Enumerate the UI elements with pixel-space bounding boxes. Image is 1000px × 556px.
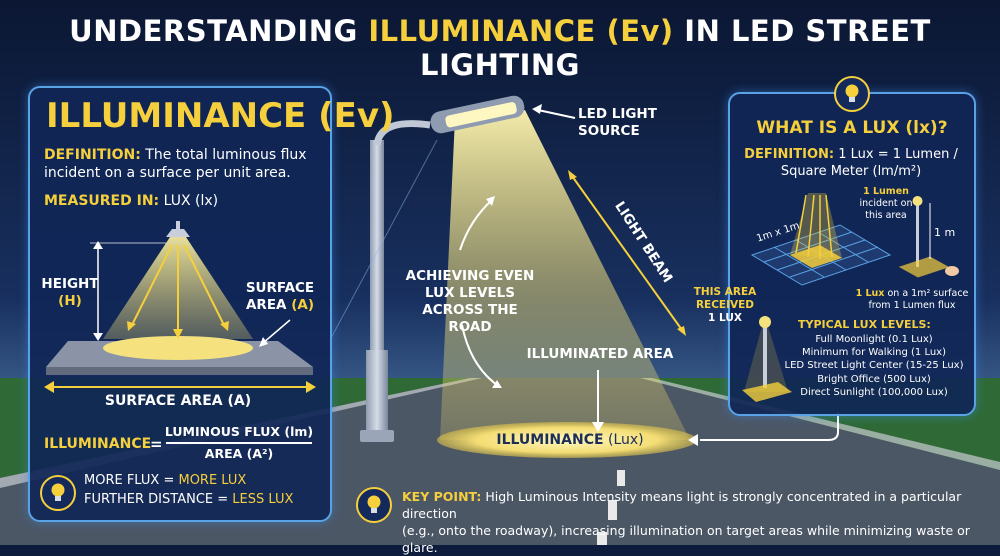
key-point-text: High Luminous Intensity means light is s… xyxy=(402,489,962,521)
surface-symbol: (A) xyxy=(291,297,314,313)
area-received-label: THIS AREA RECEIVED 1 LUX xyxy=(690,286,760,325)
typical-levels-list: Full Moonlight (0.1 Lux) Minimum for Wal… xyxy=(784,333,964,399)
level-item: Direct Sunlight (100,000 Lux) xyxy=(800,386,948,398)
level-item: Full Moonlight (0.1 Lux) xyxy=(815,334,933,345)
lightbulb-icon xyxy=(367,495,381,513)
further-distance-rule: FURTHER DISTANCE = LESS LUX xyxy=(84,491,293,509)
key-point-text-2: (e.g., onto the roadway), increasing ill… xyxy=(402,523,970,555)
surface-text-2: AREA xyxy=(245,297,292,313)
height-label: HEIGHT (H) xyxy=(40,276,100,310)
lux-definition-text: 1 Lux = 1 Lumen / xyxy=(834,147,958,162)
led-source-line-2: SOURCE xyxy=(578,123,640,139)
more-flux-b: MORE LUX xyxy=(178,473,247,488)
even-lux-line-3: ACROSS THE ROAD xyxy=(422,302,518,335)
surface-area-label: SURFACE AREA (A) xyxy=(240,280,320,314)
lux-note-2: from 1 Lumen flux xyxy=(868,300,956,311)
lumen-line-3: this area xyxy=(865,210,907,221)
bottom-surface-label: SURFACE AREA (A) xyxy=(104,393,252,409)
level-item: LED Street Light Center (15-25 Lux) xyxy=(784,360,964,372)
more-flux-a: MORE FLUX = xyxy=(84,473,179,488)
one-meter-label: 1 m xyxy=(934,226,956,239)
level-item: Minimum for Walking (1 Lux) xyxy=(801,347,947,359)
lux-definition-label: DEFINITION: xyxy=(744,147,835,162)
lumen-incident-label: 1 Lumen incident on this area xyxy=(856,186,916,222)
top-bulb-badge xyxy=(834,76,870,112)
key-point-bulb-badge xyxy=(356,487,392,523)
lumen-line-2: incident on xyxy=(859,198,913,209)
illuminated-area-label: ILLUMINATED AREA xyxy=(526,346,674,362)
lux-definition-text-2: Square Meter (lm/m²) xyxy=(780,164,922,179)
formula-denominator: AREA (A²) xyxy=(204,446,274,461)
illuminance-lux-label: ILLUMINANCE (Lux) xyxy=(490,432,650,449)
lux-note-1b: on a 1m² surface xyxy=(884,288,969,299)
key-point: KEY POINT: High Luminous Intensity means… xyxy=(402,488,992,556)
further-distance-b: LESS LUX xyxy=(232,492,294,507)
typical-levels-heading: TYPICAL LUX LEVELS: xyxy=(798,318,931,331)
lumen-line-1: 1 Lumen xyxy=(863,186,909,197)
lux-note-1a: 1 Lux xyxy=(855,288,885,299)
illuminance-word: ILLUMINANCE xyxy=(496,432,604,448)
further-distance-a: FURTHER DISTANCE = xyxy=(84,492,233,507)
received-line-3: 1 LUX xyxy=(708,312,742,324)
received-line-2: RECEIVED xyxy=(695,299,755,311)
height-symbol: (H) xyxy=(58,293,82,309)
level-item: Bright Office (500 Lux) xyxy=(817,373,931,385)
even-lux-line-2: LUX LEVELS xyxy=(424,285,515,301)
surface-diagram xyxy=(44,221,316,393)
formula-numerator: LUMINOUS FLUX (lm) xyxy=(164,424,314,439)
title-part-3: IN LED STREET LIGHTING xyxy=(420,14,931,82)
lux-heading: WHAT IS A LUX (lx)? xyxy=(756,118,948,138)
illuminance-definition: DEFINITION: The total luminous flux inci… xyxy=(44,146,319,182)
measured-label: MEASURED IN: xyxy=(44,193,160,209)
lamp-icon xyxy=(166,229,190,237)
lux-definition: DEFINITION: 1 Lux = 1 Lumen / Square Met… xyxy=(740,146,962,180)
lightbulb-icon xyxy=(51,483,65,501)
received-line-1: THIS AREA xyxy=(693,286,757,298)
surface-text: SURFACE xyxy=(245,280,315,296)
lux-note: 1 Lux on a 1m² surface from 1 Lumen flux xyxy=(852,288,972,312)
formula-lhs: ILLUMINANCE xyxy=(44,436,152,452)
even-lux-line-1: ACHIEVING EVEN xyxy=(405,268,535,284)
key-point-label: KEY POINT: xyxy=(402,489,482,504)
measured-value: LUX (lx) xyxy=(159,193,219,209)
more-flux-rule: MORE FLUX = MORE LUX xyxy=(84,472,246,490)
height-text: HEIGHT xyxy=(41,276,99,292)
lux-grid-diagram xyxy=(750,193,959,286)
formula-fraction-line xyxy=(166,442,312,444)
definition-text: The total luminous flux incident on a su… xyxy=(44,147,307,181)
even-lux-label: ACHIEVING EVEN LUX LEVELS ACROSS THE ROA… xyxy=(400,268,540,336)
formula-equals: = xyxy=(150,435,163,453)
measured-in: MEASURED IN: LUX (lx) xyxy=(44,192,218,210)
lightbulb-icon xyxy=(845,84,859,102)
title-part-1: UNDERSTANDING xyxy=(69,14,369,48)
led-source-line-1: LED LIGHT xyxy=(578,106,657,122)
page-title: UNDERSTANDING ILLUMINANCE (Ev) IN LED ST… xyxy=(0,14,1000,82)
mini-lamp-diagram xyxy=(742,316,792,402)
title-part-2: ILLUMINANCE (Ev) xyxy=(368,14,674,48)
led-source-label: LED LIGHT SOURCE xyxy=(578,106,657,140)
left-bulb-badge xyxy=(40,475,76,511)
illuminance-unit: (Lux) xyxy=(603,432,644,448)
illuminance-heading: ILLUMINANCE (Ev) xyxy=(46,96,395,136)
definition-label: DEFINITION: xyxy=(44,147,141,163)
